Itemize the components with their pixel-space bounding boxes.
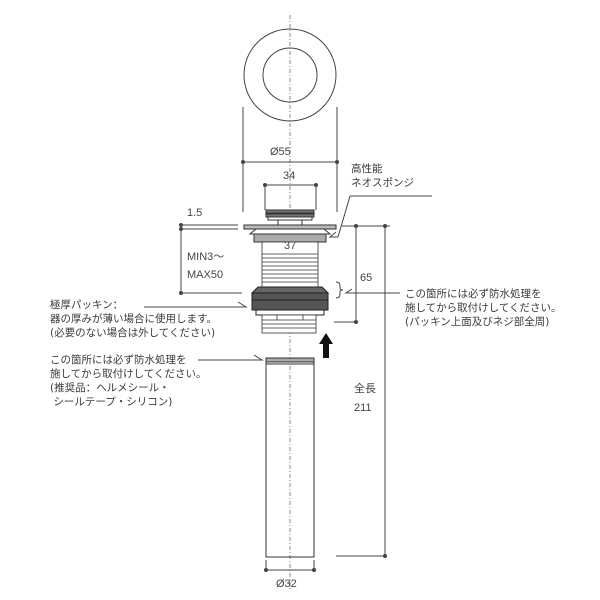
waterproof-left-leader xyxy=(198,354,264,361)
tail-pipe xyxy=(265,357,315,558)
thick-packing xyxy=(250,286,330,316)
packing-line-3: (必要のない場合は外してください) xyxy=(50,327,216,339)
wp-right-line-1: この箇所には必ず防水処理を xyxy=(405,288,542,300)
dim-label-1-5: 1.5 xyxy=(187,207,203,219)
label-sponge: 高性能 ネオスポンジ xyxy=(351,162,414,190)
dim-thickness xyxy=(179,223,242,295)
packing-line-2: 器の厚みが薄い場合に使用します。 xyxy=(50,313,217,325)
top-view-flange xyxy=(243,28,337,122)
waterproof-right-leader xyxy=(335,281,400,299)
flange xyxy=(243,224,337,230)
sponge-line-2: ネオスポンジ xyxy=(351,177,414,189)
total-length-value: 211 xyxy=(354,402,372,414)
dim-34 xyxy=(263,183,318,210)
wp-left-line-3: (推奨品：ヘルメシール・ xyxy=(50,382,170,394)
sponge-line-1: 高性能 xyxy=(351,163,383,175)
packing-leader xyxy=(144,301,248,308)
sponge-leader xyxy=(328,195,432,238)
total-length-label: 全長 xyxy=(354,383,376,395)
dim-label-37: 37 xyxy=(284,240,297,252)
label-waterproof-left: この箇所には必ず防水処理を 施してから取付けしてください。 (推奨品：ヘルメシー… xyxy=(50,353,207,409)
dim-55 xyxy=(241,107,339,165)
lower-thread xyxy=(261,314,317,334)
label-thick-packing: 極厚パッキン： 器の厚みが薄い場合に使用します。 (必要のない場合は外してくださ… xyxy=(50,298,217,340)
insert-arrow-icon xyxy=(319,333,333,358)
wp-left-line-1: この箇所には必ず防水処理を xyxy=(50,354,187,366)
dim-label-total-length: 全長 211 xyxy=(354,380,376,418)
wp-right-line-3: (パッキン上面及びネジ部全周) xyxy=(405,316,550,328)
dim-label-34: 34 xyxy=(283,170,296,182)
drain-cap xyxy=(265,209,315,226)
dim-min: MIN3〜 xyxy=(187,251,225,263)
dim-32 xyxy=(264,560,316,572)
dim-label-65: 65 xyxy=(360,272,373,284)
wp-left-line-2: 施してから取付けしてください。 xyxy=(50,368,207,380)
dim-max: MAX50 xyxy=(187,269,224,281)
dim-label-55: Ø55 xyxy=(270,146,291,158)
wp-right-line-2: 施してから取付けしてください。 xyxy=(405,302,562,314)
dim-65-211 xyxy=(334,224,390,558)
dim-label-min-max: MIN3〜 MAX50 xyxy=(187,248,224,284)
wp-left-line-4: シールテープ・シリコン) xyxy=(50,396,173,408)
packing-line-1: 極厚パッキン： xyxy=(50,299,124,311)
label-waterproof-right: この箇所には必ず防水処理を 施してから取付けしてください。 (パッキン上面及びネ… xyxy=(405,287,562,329)
threaded-body xyxy=(261,241,319,288)
dim-label-32: Ø32 xyxy=(276,578,297,590)
